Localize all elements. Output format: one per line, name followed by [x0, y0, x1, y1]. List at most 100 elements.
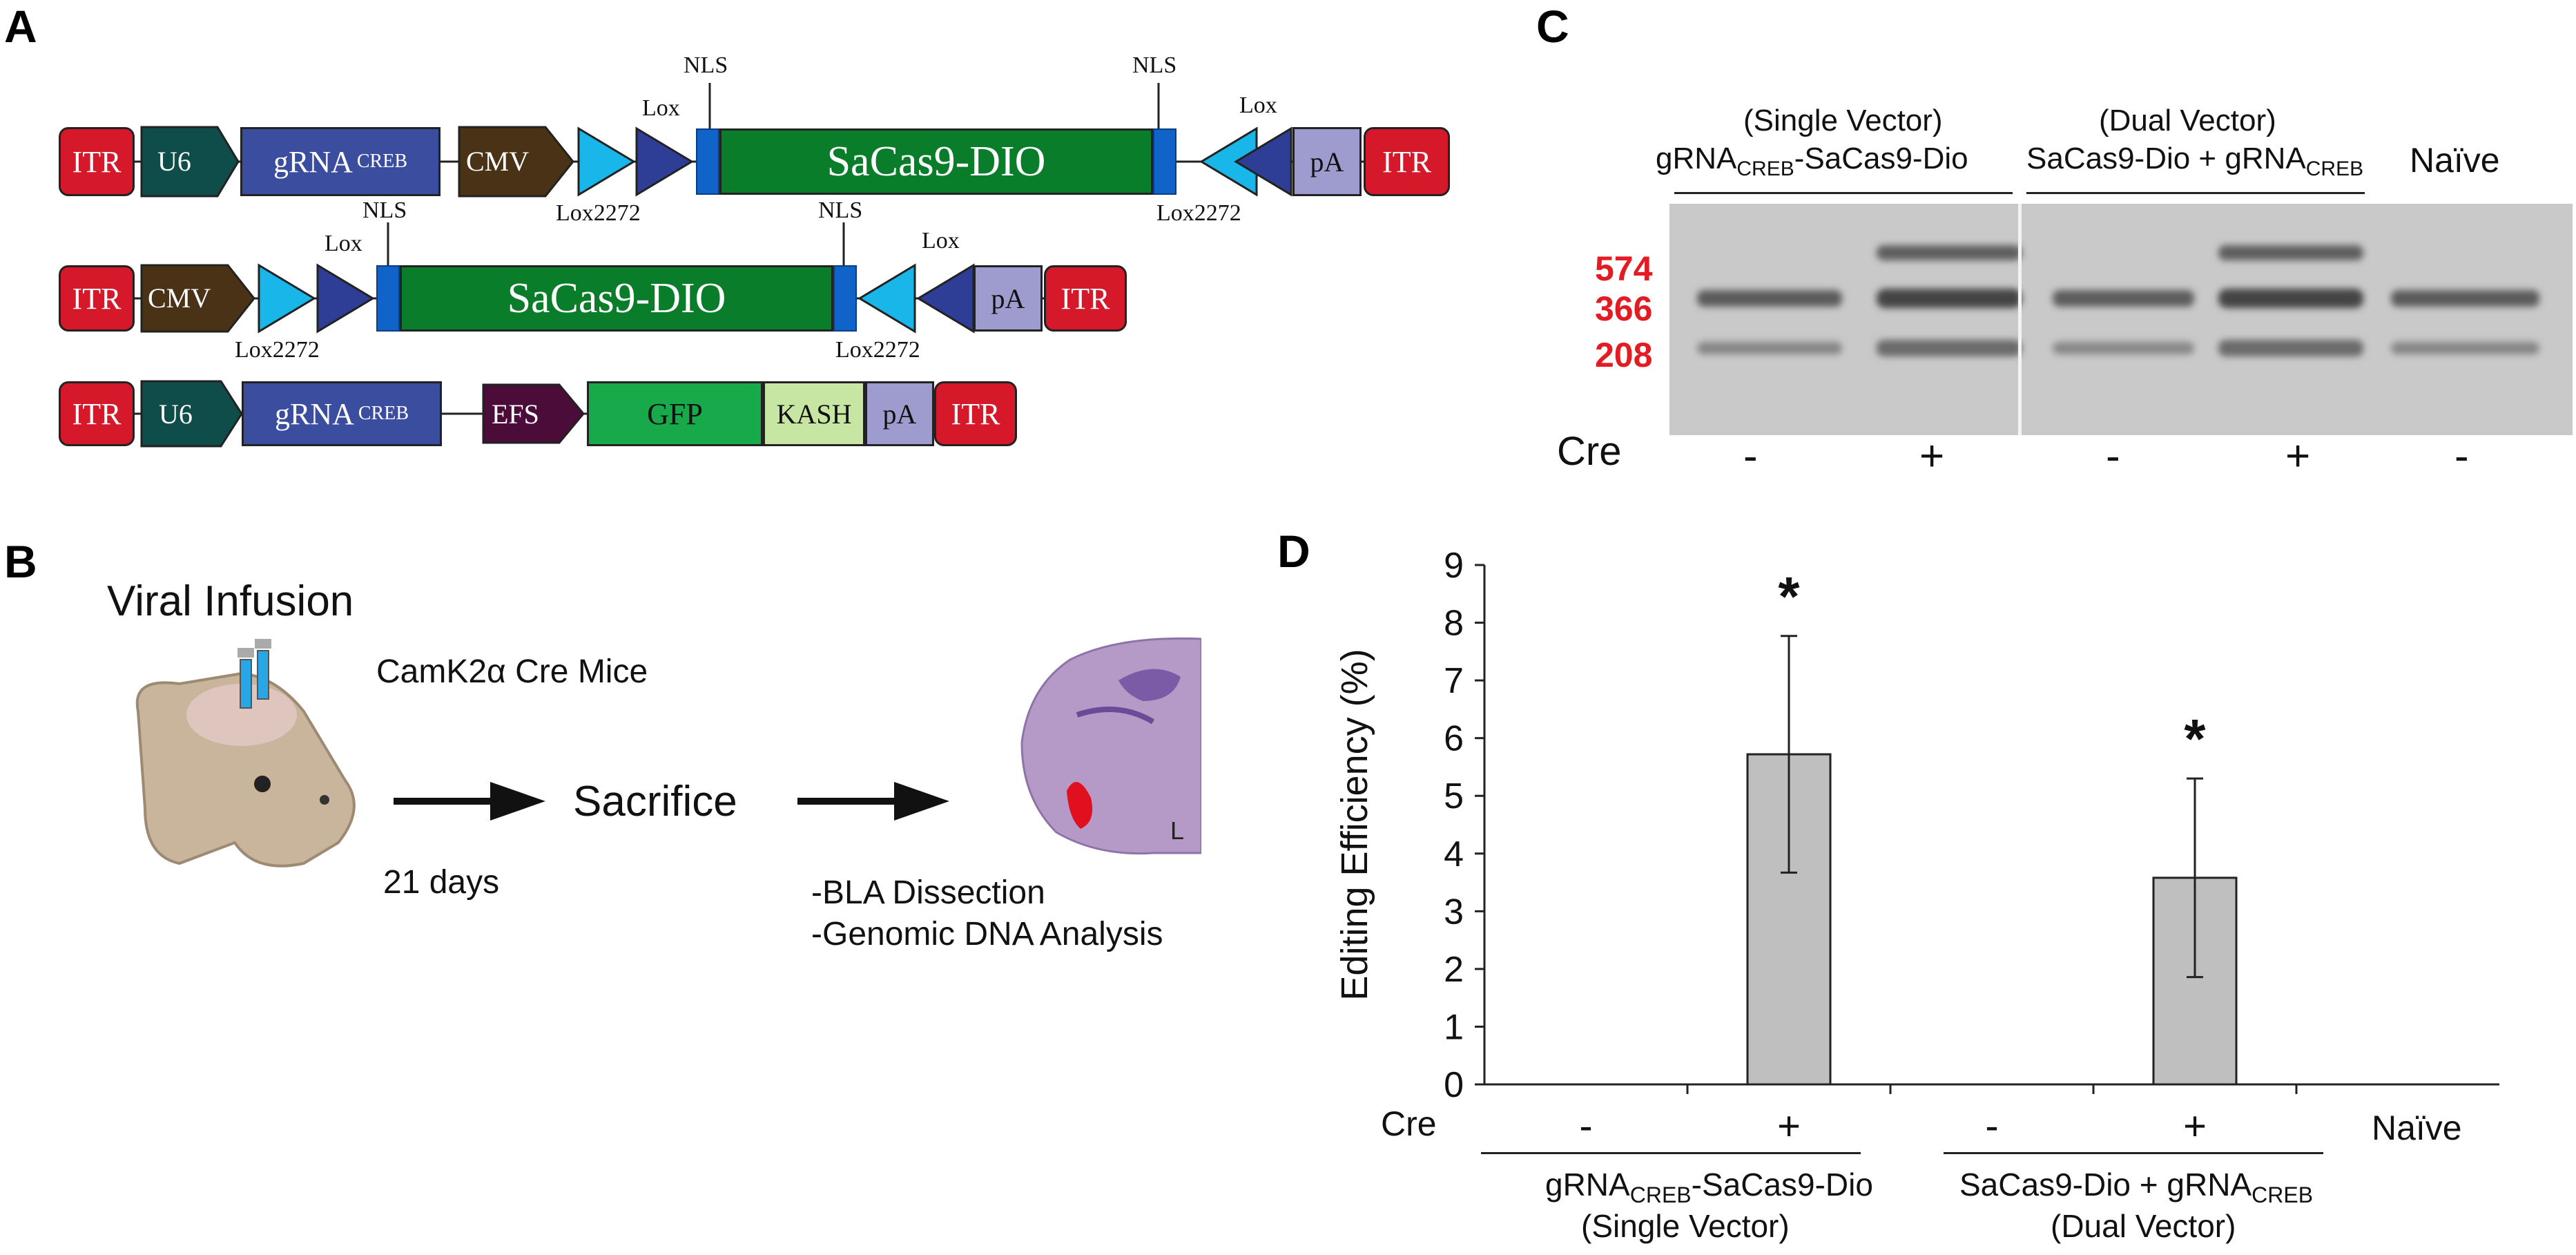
chart-group1-name: gRNACREB-SaCas9-Dio [1545, 1166, 1873, 1208]
chart-group2-title: (Dual Vector) [2051, 1208, 2236, 1244]
gel-dual-title: (Dual Vector) [2099, 104, 2276, 137]
y-axis-label: Editing Efficiency (%) [1334, 649, 1375, 1000]
lox2272-site-1a [577, 126, 636, 197]
gel-image [1669, 204, 2573, 435]
gel-single-name: gRNACREB-SaCas9-Dio [1656, 142, 1968, 181]
lox-site-2a [316, 263, 375, 334]
lox-label-1b: Lox [1239, 93, 1277, 118]
nls-label-1b: NLS [1132, 52, 1177, 78]
cmv-label-2: CMV [148, 282, 211, 314]
lox2272-site-2b [858, 263, 916, 334]
itr-block-3b: ITR [934, 381, 1017, 446]
gel-lane-1-sign: - [1743, 432, 1758, 480]
syringe-left [240, 659, 252, 709]
lox2272-site-2a [258, 263, 316, 334]
gel-dual-bar [2026, 192, 2365, 194]
gel-single-pre: gRNA [1656, 142, 1737, 175]
nls-block-2b [833, 265, 857, 332]
chart-cre-label: Cre [1381, 1104, 1437, 1143]
cmv-label-1: CMV [466, 146, 530, 177]
chart-group1-pre: gRNA [1545, 1167, 1630, 1203]
itr-block-2b: ITR [1044, 265, 1127, 332]
step-bla-dissection: -BLA Dissection [811, 874, 1045, 911]
y-tick-label: 3 [1444, 892, 1464, 932]
x-category-label: - [1985, 1104, 1998, 1149]
mouse-illustration [135, 639, 356, 868]
panel-label-d: D [1277, 526, 1310, 577]
panel-label-a: A [4, 1, 37, 52]
step-genomic-analysis: -Genomic DNA Analysis [811, 916, 1163, 952]
cmv-arrow-2 [140, 264, 255, 333]
arrow-to-sacrifice [394, 782, 545, 821]
chart-naive-label: Naïve [2372, 1109, 2462, 1147]
viral-infusion-title: Viral Infusion [107, 577, 354, 625]
pa-block-3: pA [865, 381, 934, 446]
gel-bands [1697, 245, 2539, 356]
nls-label-2b: NLS [818, 198, 863, 223]
brain-mark: L [1170, 816, 1184, 845]
y-tick-label: 1 [1444, 1007, 1464, 1047]
gel-naive-label: Naïve [2410, 141, 2500, 180]
y-tick-label: 7 [1444, 661, 1464, 701]
efs-arrow-3 [482, 383, 585, 444]
gel-dual-pre: SaCas9-Dio + gRNA [2026, 142, 2306, 175]
gel-lane-4-sign: + [2285, 432, 2311, 480]
grna-label-3: gRNA [274, 396, 354, 431]
y-tick-label: 8 [1444, 604, 1464, 644]
band-label-366: 366 [1595, 289, 1653, 328]
chart-group1-sub: CREB [1629, 1182, 1692, 1208]
u6-label-1: U6 [157, 146, 191, 177]
gel-single-post: -SaCas9-Dio [1794, 142, 1968, 175]
itr-block-3a: ITR [59, 381, 135, 446]
lox2272-label-1b: Lox2272 [1156, 200, 1241, 226]
arrow-to-analysis [797, 782, 949, 821]
kash-block: KASH [763, 381, 865, 446]
nls-label-2a: NLS [362, 198, 407, 223]
sacas9-block-2: SaCas9-DIO [400, 265, 833, 332]
x-category-label: + [1777, 1104, 1801, 1149]
syringe-right [257, 650, 269, 700]
x-category-label: + [2183, 1104, 2207, 1149]
lox2272-label-2b: Lox2272 [835, 337, 920, 363]
y-tick-label: 4 [1444, 834, 1464, 874]
efs-label-3: EFS [492, 399, 539, 430]
lox-site-2b [916, 263, 975, 334]
nls-block-1b [1153, 128, 1176, 195]
lox2272-label-1a: Lox2272 [556, 200, 641, 226]
lox-site-1a [635, 126, 694, 197]
panel-label-b: B [4, 536, 37, 587]
chart-group1-title: (Single Vector) [1581, 1208, 1790, 1244]
nls-label-1a: NLS [684, 52, 728, 78]
nls-block-1a [696, 128, 719, 195]
gel-dual-sub: CREB [2305, 157, 2364, 180]
y-tick-label: 9 [1444, 546, 1464, 586]
brain-section-image: L [1020, 637, 1201, 855]
gfp-block: GFP [587, 381, 763, 446]
grna-sub-3: CREB [358, 403, 409, 424]
bla-region [1067, 782, 1093, 829]
chart-group2-name: SaCas9-Dio + gRNACREB [1959, 1166, 2313, 1208]
lox-label-2b: Lox [922, 228, 960, 253]
panel-label-c: C [1536, 1, 1569, 52]
itr-block-1b: ITR [1364, 127, 1450, 196]
days-label: 21 days [383, 864, 500, 901]
gel-cre-label: Cre [1557, 429, 1622, 474]
u6-label-3: U6 [159, 399, 193, 430]
y-tick-label: 2 [1444, 950, 1464, 990]
nls-block-2a [376, 265, 400, 332]
lox-site-1b [1234, 126, 1292, 197]
significance-star: * [2184, 708, 2206, 769]
band-label-574: 574 [1595, 249, 1653, 288]
chart-group1-post: -SaCas9-Dio [1691, 1167, 1873, 1203]
gel-divider [2018, 204, 2022, 435]
y-tick-label: 6 [1444, 719, 1464, 759]
itr-block-2a: ITR [59, 265, 135, 332]
chart-group1-bar [1481, 1152, 1861, 1154]
chart-group2-bar [1944, 1152, 2323, 1154]
chart-group2-sub: CREB [2251, 1182, 2314, 1208]
itr-block-1a: ITR [59, 127, 135, 196]
u6-arrow-3 [140, 380, 243, 448]
